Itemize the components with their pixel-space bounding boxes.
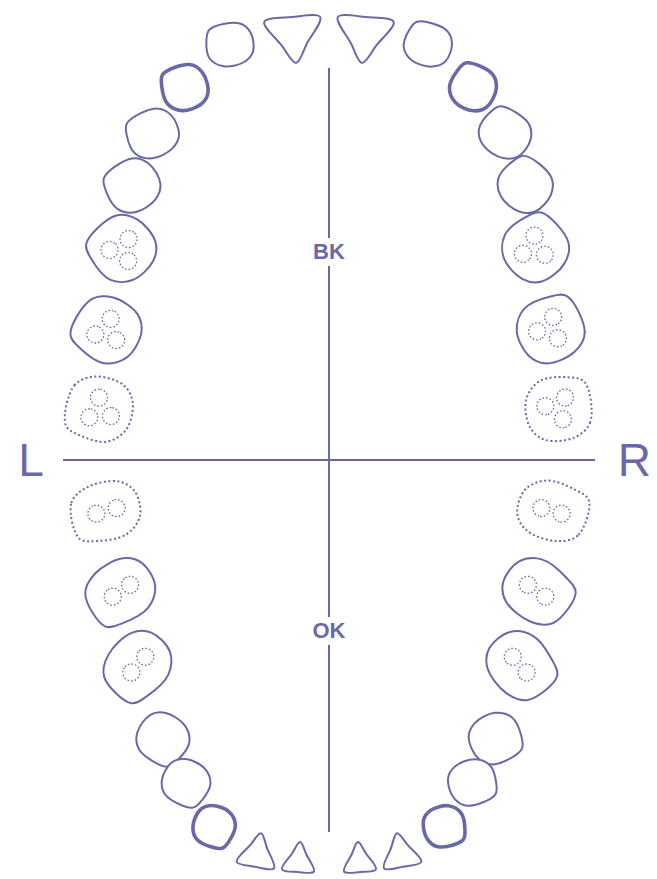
cusp-circle xyxy=(101,585,125,609)
tooth xyxy=(61,372,138,447)
cusp-circle xyxy=(133,645,157,669)
tooth xyxy=(188,801,240,852)
tooth xyxy=(442,752,504,812)
tooth xyxy=(492,547,584,636)
cusp-circle xyxy=(555,388,575,408)
cusp-circle xyxy=(542,305,565,328)
tooth xyxy=(75,547,167,636)
cusp-circle xyxy=(511,242,535,266)
tooth-outline xyxy=(475,619,567,712)
tooth xyxy=(96,149,170,222)
tooth xyxy=(92,619,184,712)
tooth xyxy=(520,371,597,446)
cusp-circle xyxy=(98,238,122,262)
cusp-circle xyxy=(105,329,128,352)
horizontal-axis xyxy=(63,459,595,461)
cusp-circle xyxy=(89,388,109,408)
tooth xyxy=(378,830,422,871)
cusp-circle xyxy=(117,227,141,251)
cusp-circle xyxy=(515,660,539,684)
cusp-circle xyxy=(551,503,572,524)
tooth-outline xyxy=(442,752,504,812)
tooth-outline xyxy=(378,830,422,871)
tooth-outline xyxy=(418,801,470,852)
tooth-outline xyxy=(63,286,152,374)
tooth-outline xyxy=(342,841,377,874)
cusp-circle xyxy=(531,498,552,519)
tooth xyxy=(334,14,394,65)
tooth xyxy=(511,474,594,549)
tooth xyxy=(475,619,567,712)
tooth-outline xyxy=(188,801,240,852)
tooth-outline xyxy=(492,547,584,636)
tooth xyxy=(488,149,562,222)
tooth-outline xyxy=(400,18,456,71)
cusp-circle xyxy=(101,406,121,426)
cusp-circle xyxy=(501,645,525,669)
cusp-circle xyxy=(106,498,127,519)
cusp-circle xyxy=(116,249,140,273)
tooth xyxy=(155,58,214,117)
cusp-circle xyxy=(526,320,549,343)
tooth-outline xyxy=(264,14,324,65)
tooth-outline xyxy=(64,474,147,549)
tooth-outline xyxy=(511,474,594,549)
tooth xyxy=(202,18,258,71)
tooth-outline xyxy=(334,14,394,65)
tooth xyxy=(490,203,581,294)
tooth xyxy=(155,752,217,812)
tooth-outline xyxy=(490,203,581,294)
cusp-circle xyxy=(553,409,573,429)
tooth xyxy=(506,285,595,373)
tooth xyxy=(342,841,377,874)
tooth-outline xyxy=(506,285,595,373)
tooth-outline xyxy=(488,149,562,222)
tooth-outline xyxy=(92,619,184,712)
cusp-circle xyxy=(546,327,569,350)
tooth xyxy=(400,18,456,71)
tooth xyxy=(64,474,147,549)
cusp-circle xyxy=(119,660,143,684)
cusp-circle xyxy=(86,503,107,524)
cusp-circle xyxy=(99,307,122,330)
tooth xyxy=(63,286,152,374)
tooth-outline xyxy=(61,372,138,447)
tooth-outline xyxy=(155,752,217,812)
tooth xyxy=(77,203,168,294)
tooth-outline xyxy=(236,830,280,871)
tooth-outline xyxy=(77,203,168,294)
cusp-circle xyxy=(535,396,555,416)
tooth xyxy=(236,830,280,871)
tooth-outline xyxy=(119,100,187,167)
midline-axis xyxy=(328,68,330,832)
tooth-outline xyxy=(155,58,214,117)
cusp-circle xyxy=(84,323,107,346)
cusp-circle xyxy=(80,407,100,427)
cusp-circle xyxy=(516,573,540,597)
tooth xyxy=(264,14,324,65)
cusp-circle xyxy=(118,573,142,597)
tooth xyxy=(119,100,187,167)
cusp-circle xyxy=(533,585,557,609)
tooth xyxy=(282,841,317,874)
teeth-group xyxy=(61,14,597,873)
side-label: R xyxy=(616,434,653,486)
jaw-label: OK xyxy=(311,617,348,645)
cusp-circle xyxy=(522,224,546,248)
tooth-outline xyxy=(75,547,167,636)
tooth-outline xyxy=(202,18,258,71)
side-label: L xyxy=(16,434,46,486)
tooth-outline xyxy=(282,841,317,874)
tooth xyxy=(418,801,470,852)
tooth-outline xyxy=(96,149,170,222)
cusp-circle xyxy=(533,243,557,267)
tooth-outline xyxy=(520,371,597,446)
jaw-label: BK xyxy=(311,238,347,266)
